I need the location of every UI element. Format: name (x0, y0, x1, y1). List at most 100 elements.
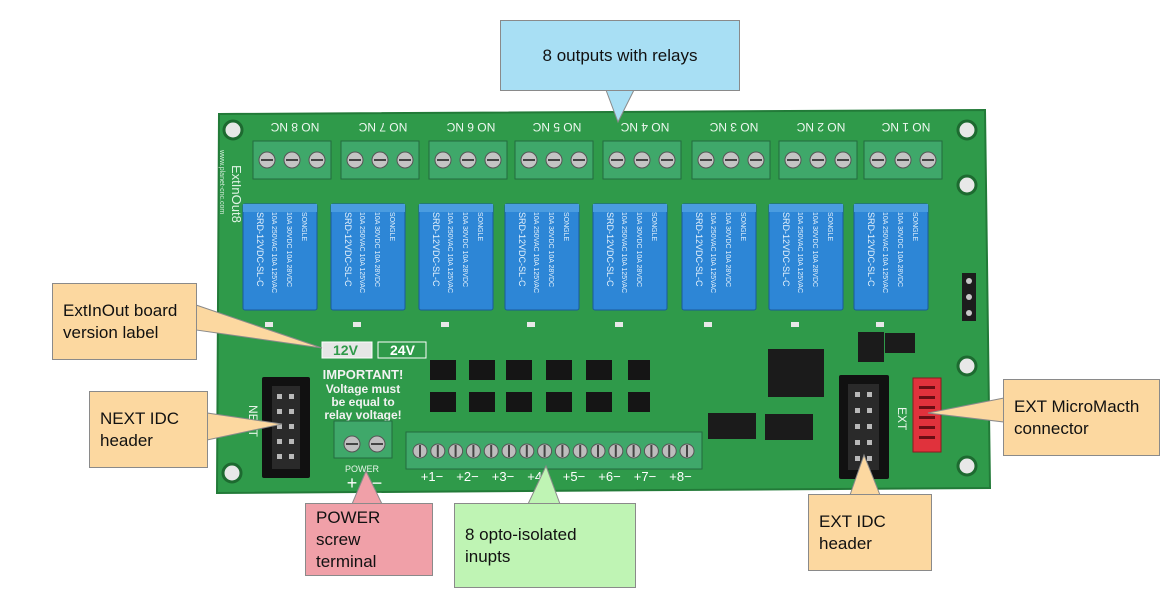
warning-text: IMPORTANT! Voltage must be equal to rela… (323, 367, 404, 422)
callout-micro-line2: connector (1014, 418, 1089, 438)
callout-power-line1: POWER (316, 507, 381, 527)
relay-text: 10A 250VAC 10A 125VAC (446, 212, 453, 293)
optocoupler (469, 360, 495, 380)
relays: SRD-12VDC-SL-C 10A 250VAC 10A 125VAC 10A 3… (242, 203, 929, 327)
output-label: NO 3 NC (709, 120, 758, 134)
callout-ext-micromatch: EXT MicroMacth connector (1003, 379, 1160, 456)
relay-text: 10A 250VAC 10A 125VAC (532, 212, 539, 293)
callout-next-idc: NEXT IDC header (89, 391, 208, 468)
warning-line: relay voltage! (324, 408, 401, 422)
output-terminal (514, 140, 594, 180)
voltage-12v: 12V (333, 342, 359, 358)
relay-text: SONGLE (911, 212, 918, 242)
callout-version-label: ExtInOut board version label (52, 283, 197, 360)
input-label: +7− (634, 469, 656, 484)
optocoupler (628, 392, 650, 412)
relay-text: 10A 30VDC 10A 28VDC (285, 212, 292, 287)
optocoupler (506, 392, 532, 412)
callout-next-line1: NEXT IDC (100, 408, 180, 428)
optocouplers (430, 360, 650, 412)
callout-inputs-text: 8 opto-isolated inupts (465, 524, 577, 566)
relay-text: 10A 30VDC 10A 28VDC (635, 212, 642, 287)
output-label: NO 2 NC (796, 120, 845, 134)
relay-text: 10A 30VDC 10A 28VDC (461, 212, 468, 287)
warning-line: Voltage must (326, 382, 400, 396)
relay-text: SRD-12VDC-SL-C (781, 212, 791, 287)
mounting-hole (956, 455, 978, 477)
relay: SRD-12VDC-SL-C 10A 250VAC 10A 125VAC 10A 3… (768, 203, 844, 311)
callout-extidc-line2: header (819, 533, 872, 553)
input-terminal-block: +1−+2−+3−+4−+5−+6−+7−+8− (405, 431, 703, 484)
relay-text: 10A 250VAC 10A 125VAC (270, 212, 277, 293)
relay-text: SONGLE (739, 212, 746, 242)
output-label: NO 6 NC (446, 120, 495, 134)
relay: SRD-12VDC-SL-C 10A 250VAC 10A 125VAC 10A 3… (330, 203, 406, 311)
optocoupler (546, 360, 572, 380)
relay-text: SRD-12VDC-SL-C (866, 212, 876, 287)
relay-text: 10A 250VAC 10A 125VAC (620, 212, 627, 293)
led (527, 322, 535, 327)
warning-line: be equal to (331, 395, 394, 409)
callout-power: POWER screw terminal (305, 503, 433, 576)
optocoupler (586, 360, 612, 380)
output-terminal (340, 140, 420, 180)
led (265, 322, 273, 327)
mounting-hole (221, 462, 243, 484)
url-silk: www.planet-cnc.com (218, 149, 225, 214)
input-label: +5− (563, 469, 585, 484)
callout-version-line1: ExtInOut board (63, 300, 178, 320)
relay-text: 10A 30VDC 10A 28VDC (811, 212, 818, 287)
relay-text: 10A 30VDC 10A 28VDC (896, 212, 903, 287)
input-label: +2− (456, 469, 478, 484)
ic-chips (708, 332, 915, 440)
relay-text: SONGLE (650, 212, 657, 242)
relay-text: SRD-12VDC-SL-C (517, 212, 527, 287)
input-label: +6− (598, 469, 620, 484)
ext-idc-header: EXT (839, 375, 909, 479)
relay-text: 10A 30VDC 10A 28VDC (724, 212, 731, 287)
relay-text: 10A 250VAC 10A 125VAC (881, 212, 888, 293)
mounting-hole (956, 119, 978, 141)
led (441, 322, 449, 327)
relay-text: SRD-12VDC-SL-C (255, 212, 265, 287)
callout-micro-line1: EXT MicroMacth (1014, 396, 1140, 416)
optocoupler (586, 392, 612, 412)
relay: SRD-12VDC-SL-C 10A 250VAC 10A 125VAC 10A 3… (242, 203, 318, 311)
relay-text: SONGLE (388, 212, 395, 242)
led (876, 322, 884, 327)
input-label: +8− (669, 469, 691, 484)
power-plus: + (347, 473, 358, 493)
optocoupler (506, 360, 532, 380)
power-silk: POWER (345, 464, 380, 474)
output-terminal (602, 140, 682, 180)
relay-text: 10A 30VDC 10A 28VDC (373, 212, 380, 287)
power-terminal: POWER + − (333, 420, 393, 493)
next-idc-header: NEXT (246, 377, 310, 478)
output-terminal (778, 140, 858, 180)
output-terminal (428, 140, 508, 180)
mounting-hole (956, 174, 978, 196)
relay-text: SRD-12VDC-SL-C (694, 212, 704, 287)
relay-text: 10A 250VAC 10A 125VAC (358, 212, 365, 293)
mounting-hole (222, 119, 244, 141)
output-terminal (863, 140, 943, 180)
callout-power-line2: screw terminal (316, 529, 377, 571)
relay-text: SRD-12VDC-SL-C (343, 212, 353, 287)
ext-micromatch-connector (912, 377, 942, 453)
callout-extidc-line1: EXT IDC (819, 511, 886, 531)
relay-text: SONGLE (300, 212, 307, 242)
output-terminal (252, 140, 332, 180)
output-label: NO 5 NC (532, 120, 581, 134)
led (353, 322, 361, 327)
input-label: +1− (421, 469, 443, 484)
relay-text: SONGLE (476, 212, 483, 242)
board-name-silk: ExtInOut8 (229, 165, 244, 223)
callout-ext-idc: EXT IDC header (808, 494, 932, 571)
warning-line: IMPORTANT! (323, 367, 404, 382)
output-terminal (691, 140, 771, 180)
relay-text: 10A 250VAC 10A 125VAC (796, 212, 803, 293)
